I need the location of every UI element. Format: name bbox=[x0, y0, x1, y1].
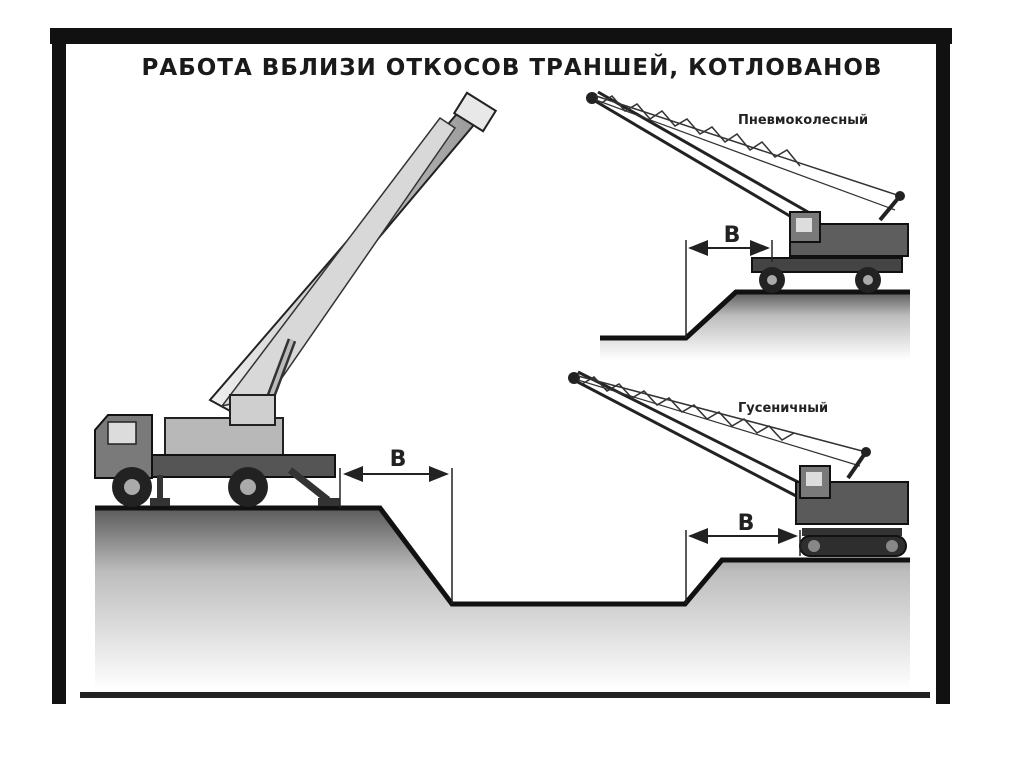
pneumatic-crane-label: Пневмоколесный bbox=[738, 113, 868, 128]
upper-slope-ground bbox=[600, 289, 910, 360]
truck-crane bbox=[94, 91, 498, 507]
crawler-crane bbox=[568, 370, 909, 557]
distance-marker-truck: В bbox=[339, 447, 453, 604]
distance-marker-crawler: В bbox=[685, 511, 801, 604]
pneumatic-crane bbox=[586, 90, 909, 293]
distance-marker-pneumatic: В bbox=[685, 223, 773, 338]
distance-label-crawler: В bbox=[738, 511, 755, 536]
crawler-crane-label: Гусеничный bbox=[738, 401, 828, 416]
distance-label-truck: В bbox=[390, 447, 407, 472]
distance-label-pneumatic: В bbox=[724, 223, 741, 248]
poster-title: РАБОТА ВБЛИЗИ ОТКОСОВ ТРАНШЕЙ, КОТЛОВАНО… bbox=[141, 55, 883, 81]
excavation-ground bbox=[95, 505, 910, 690]
